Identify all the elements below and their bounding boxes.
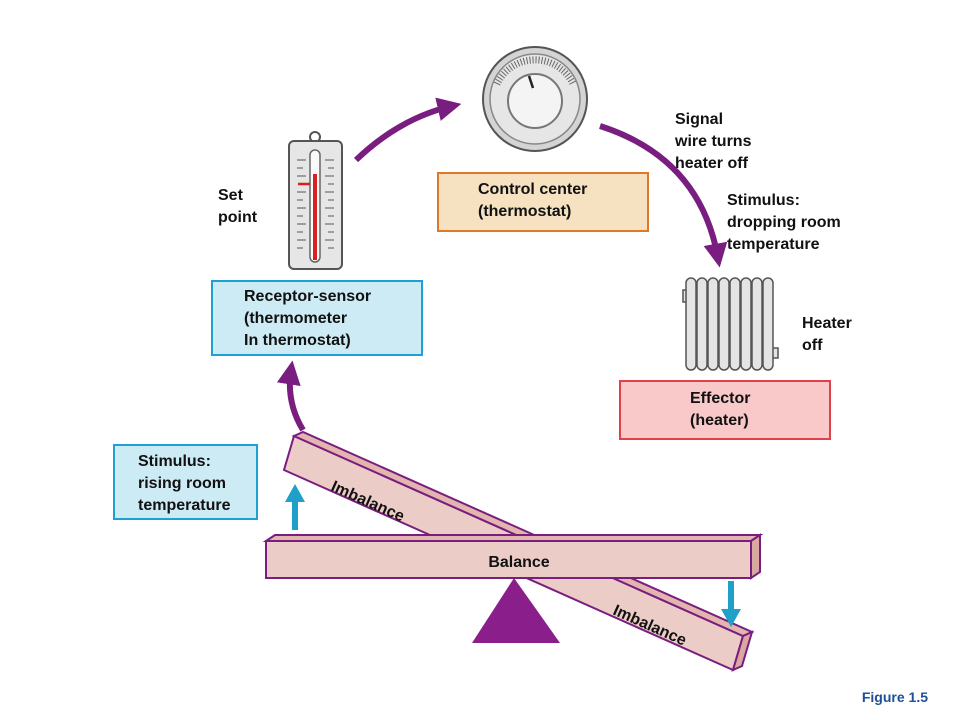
receptor-label: Receptor-sensor (thermometer In thermost… [244, 288, 372, 349]
fulcrum-side [514, 578, 560, 643]
receptor-box: Receptor-sensor (thermometer In thermost… [211, 280, 423, 356]
effector-box: Effector (heater) [619, 380, 831, 440]
signal-label: Signal wire turns heater off [675, 111, 752, 172]
effector-label: Effector (heater) [690, 390, 751, 429]
control-center-label: Control center (thermostat) [478, 181, 588, 220]
radiator-icon [682, 277, 779, 371]
balance-beam: Balance [262, 533, 764, 580]
thermometer-icon [288, 131, 343, 270]
control-center-box: Control center (thermostat) [437, 172, 649, 232]
arrow-beam-to-receptor [276, 360, 306, 432]
arrow-sensor-to-control [353, 97, 462, 163]
down-arrow [721, 581, 741, 627]
stimulus-rising-label: Stimulus: rising room temperature [138, 453, 231, 514]
fulcrum [472, 578, 560, 643]
figure-caption: Figure 1.5 [861, 689, 928, 705]
thermostat-icon [482, 46, 588, 152]
balance-label: Balance [488, 554, 549, 571]
stimulus-rising-box: Stimulus: rising room temperature [113, 444, 258, 520]
stimulus-dropping-label: Stimulus: dropping room temperature [727, 192, 841, 253]
arrow-control-to-effector [599, 123, 728, 268]
up-arrow [285, 484, 305, 530]
heater-off-label: Heater off [802, 315, 852, 354]
set-point-label: Set point [218, 187, 258, 226]
